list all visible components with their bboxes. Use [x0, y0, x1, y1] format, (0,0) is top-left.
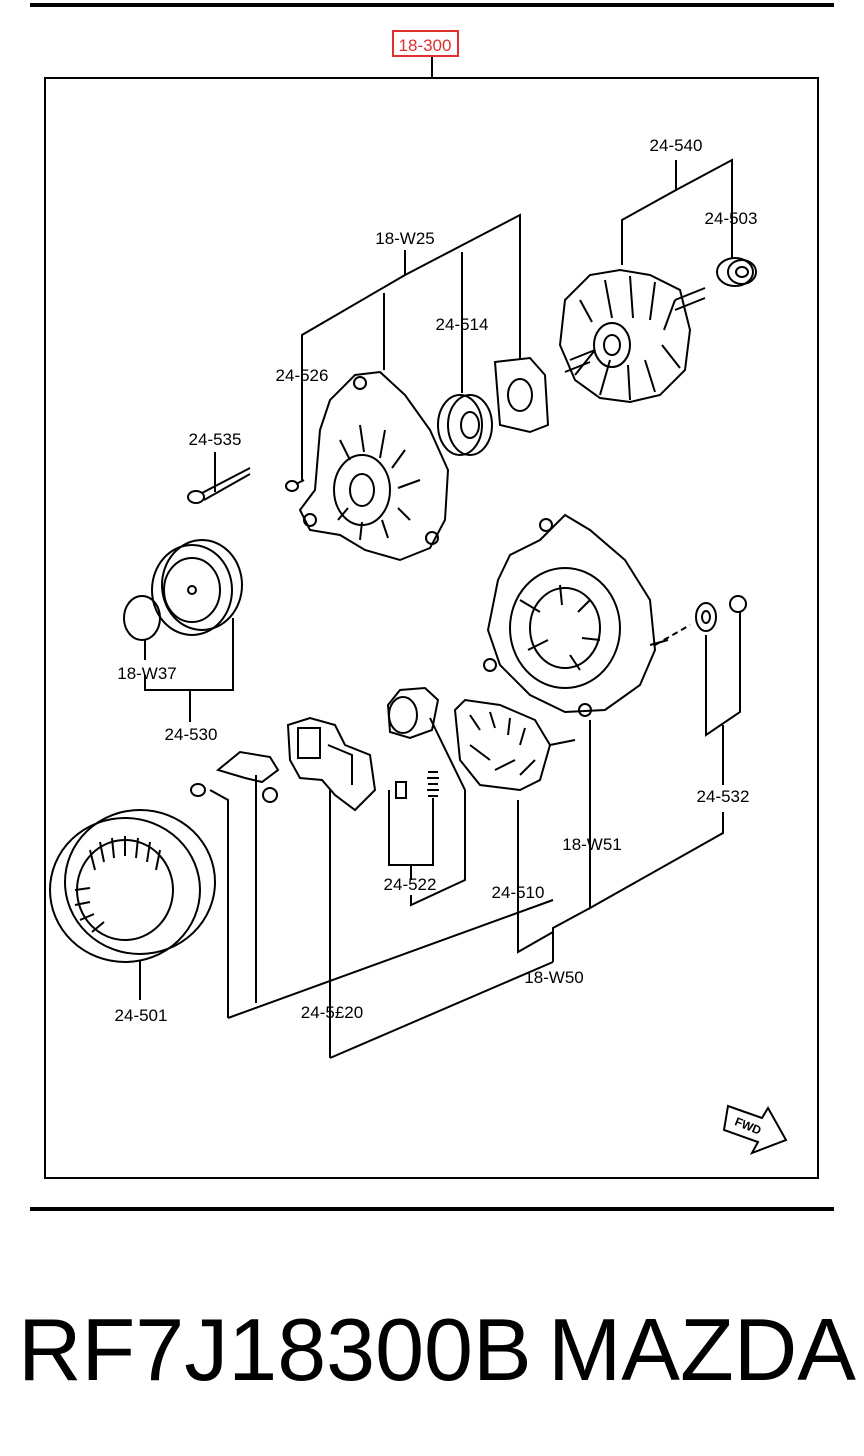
front-housing-part[interactable]	[298, 370, 450, 562]
assembly-code-label: 18-300	[399, 36, 452, 55]
rear-housing-part[interactable]	[483, 513, 669, 717]
fwd-arrow-icon: FWD	[722, 1104, 788, 1155]
pulley-part[interactable]	[151, 539, 243, 636]
callout-18-W25[interactable]: 18-W25	[375, 229, 435, 248]
terminal-bracket-part[interactable]	[190, 750, 280, 803]
footer-caption: RF7J18300B MAZDA	[18, 1295, 858, 1405]
exploded-parts-diagram: 18-300	[30, 3, 834, 1211]
top-rule	[30, 3, 834, 7]
brand-name: MAZDA	[548, 1300, 856, 1399]
callout-24-535[interactable]: 24-535	[189, 430, 242, 449]
callout-24-520[interactable]: 24-5£20	[301, 1003, 363, 1022]
housing-screw-part[interactable]	[285, 479, 305, 492]
callout-18-W51[interactable]: 18-W51	[562, 835, 622, 854]
callout-24-501[interactable]: 24-501	[115, 1006, 168, 1025]
callout-24-514[interactable]: 24-514	[436, 315, 489, 334]
part-number: RF7J18300B	[18, 1300, 532, 1399]
rectifier-part[interactable]	[453, 698, 576, 792]
callout-24-526[interactable]: 24-526	[276, 366, 329, 385]
callout-24-503[interactable]: 24-503	[705, 209, 758, 228]
callout-24-530[interactable]: 24-530	[165, 725, 218, 744]
nut-washer-part[interactable]	[695, 595, 747, 632]
bearing-retainer-plate[interactable]	[493, 356, 550, 434]
callout-24-540[interactable]: 24-540	[650, 136, 703, 155]
brush-holder-part[interactable]	[386, 686, 440, 799]
through-bolt-part[interactable]	[187, 467, 251, 504]
bottom-rule	[30, 1207, 834, 1211]
callout-24-532[interactable]: 24-532	[697, 787, 750, 806]
stator-part[interactable]	[49, 809, 216, 963]
rear-bearing-part[interactable]	[716, 257, 757, 287]
callout-18-W37[interactable]: 18-W37	[117, 664, 177, 683]
assembly-code-highlight	[392, 30, 459, 57]
callout-24-510[interactable]: 24-510	[492, 883, 545, 902]
regulator-part[interactable]	[286, 716, 377, 812]
callout-24-522[interactable]: 24-522	[384, 875, 437, 894]
rotor-part[interactable]	[558, 268, 706, 404]
front-bearing-part[interactable]	[437, 394, 493, 456]
pulley-cap-part[interactable]	[123, 595, 161, 641]
leader-lines	[139, 158, 741, 1059]
assembly-code-callout[interactable]: 18-300	[392, 30, 459, 78]
callout-18-W50[interactable]: 18-W50	[524, 968, 584, 987]
